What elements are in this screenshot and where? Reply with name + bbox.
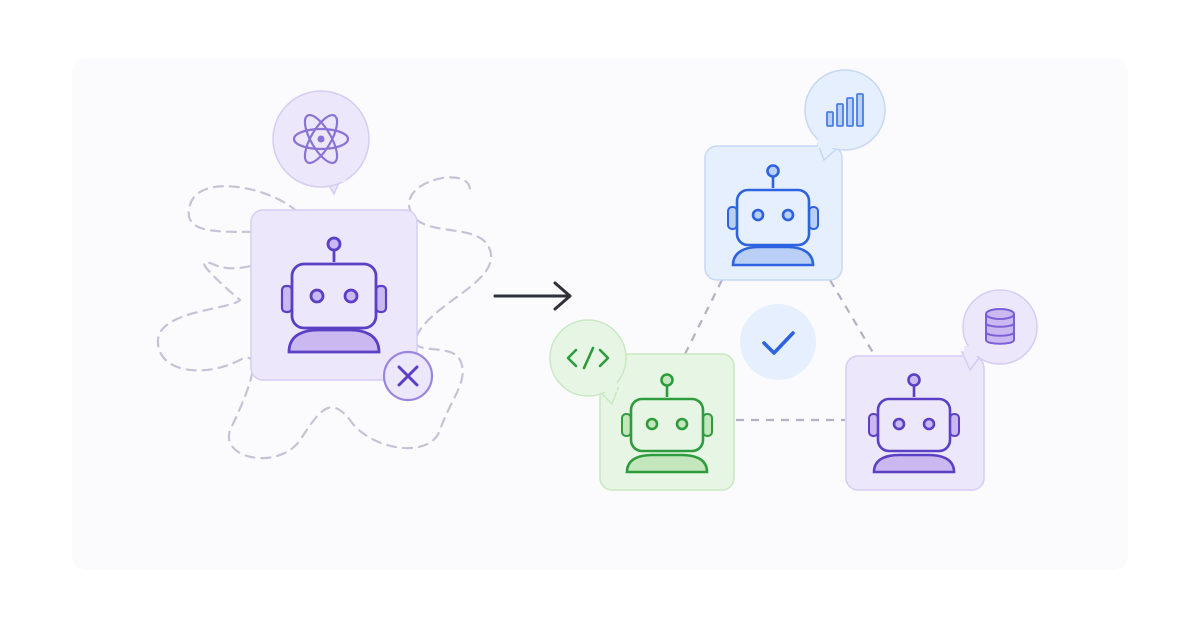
arrow-right-icon xyxy=(493,281,572,311)
code-icon xyxy=(566,346,610,370)
success-check xyxy=(740,304,816,380)
connection-lines xyxy=(683,279,876,422)
data-agent-card xyxy=(845,355,985,491)
robot-icon xyxy=(868,373,960,474)
code-agent-card xyxy=(599,353,735,491)
robot-icon xyxy=(621,373,713,474)
bar-chart-icon xyxy=(826,93,864,127)
atom-bubble xyxy=(272,90,370,196)
analytics-agent-card xyxy=(704,145,843,281)
chart-bubble xyxy=(804,69,886,162)
fail-badge xyxy=(382,350,434,402)
code-bubble xyxy=(549,319,627,406)
x-icon xyxy=(397,365,419,387)
atom-icon xyxy=(292,113,350,165)
robot-icon xyxy=(727,164,819,267)
database-icon xyxy=(985,308,1015,345)
check-icon xyxy=(762,331,795,355)
left-agent-card xyxy=(250,209,418,381)
database-bubble xyxy=(960,289,1038,372)
robot-icon xyxy=(280,236,388,354)
